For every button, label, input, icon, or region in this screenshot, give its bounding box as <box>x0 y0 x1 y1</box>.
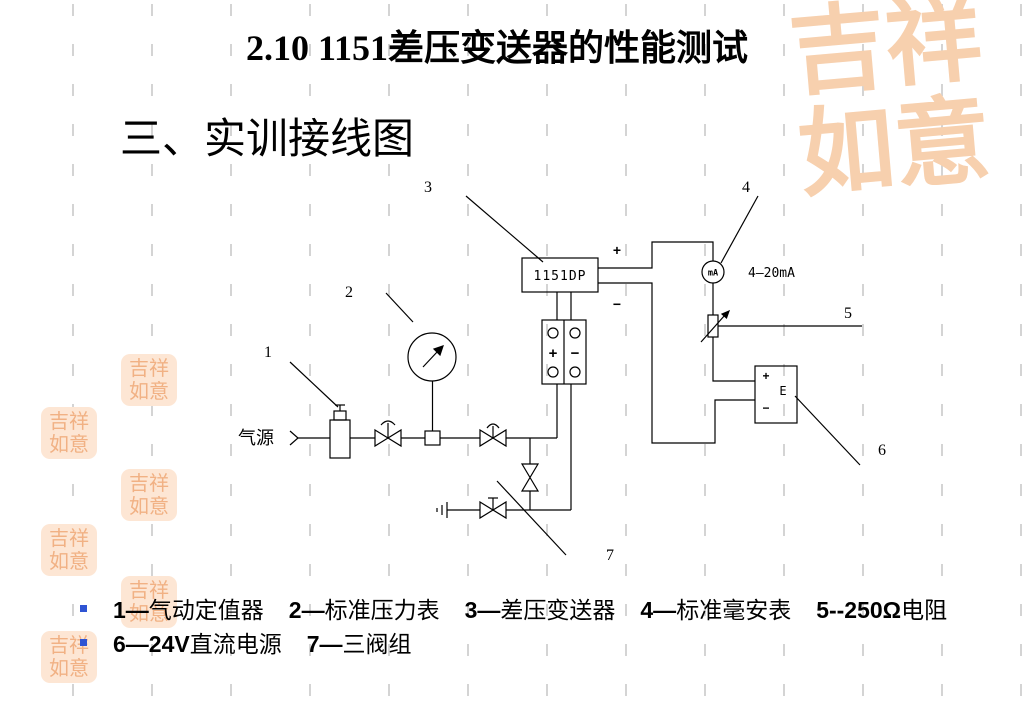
watermark-stamp-text: 吉祥如意 <box>129 356 169 403</box>
watermark-stamp-text: 吉祥如意 <box>129 471 169 518</box>
gas-source-label: 气源 <box>238 428 274 449</box>
legend-item-number: 7— <box>306 631 343 657</box>
output-plus-label: + <box>613 242 621 258</box>
stop-valve-2 <box>479 428 507 448</box>
manifold-port <box>547 327 559 339</box>
callout-4: 4 <box>742 179 750 196</box>
watermark-stamp-text: 吉祥如意 <box>129 578 169 625</box>
square-bullet-icon <box>80 604 87 612</box>
legend-item-name: 标准毫安表 <box>676 598 792 624</box>
legend-item-number: 1— <box>113 597 149 623</box>
pressure-gauge-pointer <box>422 350 439 368</box>
manifold-plus-label: + <box>549 345 558 362</box>
legend-item-name: 电阻 <box>901 598 948 624</box>
legend-item-name: 标准压力表 <box>324 598 440 624</box>
legend-item: 7—三阀组 <box>307 625 412 659</box>
legend-list: 1—气动定值器 2—标准压力表 3—差压变送器 4—标准毫安表 5--250Ω电… <box>80 591 972 659</box>
callout-1: 1 <box>264 344 272 361</box>
leader-line-1 <box>289 361 339 408</box>
section-heading: 三、实训接线图 <box>120 114 415 163</box>
legend-item: 3—差压变送器 <box>465 591 616 625</box>
dc-power-supply <box>754 365 798 424</box>
stop-valve-1-handle <box>380 420 396 426</box>
manifold-port <box>569 327 581 339</box>
meter-symbol-label: mA <box>708 269 718 279</box>
resistor-adjust-arrow <box>700 314 726 343</box>
stop-valve-2-handle <box>486 423 500 429</box>
legend-item-name: 差压变送器 <box>500 598 616 624</box>
legend-item-name: 直流电源 <box>189 632 282 658</box>
watermark-stamp: 吉祥如意 <box>121 576 177 628</box>
leader-line-4 <box>720 195 759 264</box>
leader-line-7 <box>496 480 567 556</box>
watermark-stamp: 吉祥如意 <box>121 469 177 521</box>
resistor-adjust-arrow-head <box>720 309 731 320</box>
pressure-regulator-cap <box>333 410 347 421</box>
pressure-regulator-body <box>329 419 351 459</box>
legend-item-name: 三阀组 <box>342 632 412 658</box>
legend-item-number: 5--250Ω <box>816 597 902 623</box>
legend-item-number: 4— <box>640 597 677 623</box>
leader-line-2 <box>385 292 414 323</box>
supply-symbol-label: E <box>779 384 786 398</box>
legend-item-number: 3— <box>464 597 501 623</box>
watermark-stamp-text: 吉祥如意 <box>49 526 89 573</box>
legend-item-name: 气动定值器 <box>148 598 264 624</box>
leader-line-3 <box>465 195 544 263</box>
manifold-minus-label: − <box>571 345 580 362</box>
transmitter-model-label: 1151DP <box>534 269 587 284</box>
manifold-port <box>569 366 581 378</box>
stop-valve-1 <box>374 428 402 448</box>
callout-7: 7 <box>606 547 614 564</box>
watermark-stamp: 吉祥如意 <box>41 524 97 576</box>
legend-item: 1—气动定值器 <box>113 591 264 625</box>
supply-minus-label: − <box>762 401 769 415</box>
meter-range-label: 4–20mA <box>748 266 795 281</box>
legend-item: 2—标准压力表 <box>289 591 440 625</box>
legend-item: 4—标准毫安表 <box>640 591 791 625</box>
callout-6: 6 <box>878 442 886 459</box>
page-title: 2.10 1151差压变送器的性能测试 <box>245 28 748 68</box>
pipe-junction <box>424 430 441 446</box>
leader-line-6 <box>794 395 861 466</box>
watermark-stamp-text: 吉祥如意 <box>49 409 89 456</box>
wire-resistor-supply <box>712 337 755 382</box>
resistor <box>707 314 719 338</box>
watermark-stamp-text: 吉祥如意 <box>49 633 89 680</box>
callout-5: 5 <box>844 305 852 322</box>
wire-negative <box>598 282 755 444</box>
square-bullet-icon <box>80 638 87 646</box>
legend-item-number: 6—24V <box>113 631 190 657</box>
legend-item: 5--250Ω电阻 <box>816 591 947 625</box>
wire-positive <box>598 241 714 269</box>
callout-2: 2 <box>345 284 353 301</box>
legend-item-number: 2— <box>288 597 325 623</box>
transmitter-box <box>521 257 599 293</box>
watermark-stamp: 吉祥如意 <box>41 631 97 683</box>
gas-inlet-arrow <box>289 430 299 446</box>
legend-item: 6—24V直流电源 <box>113 625 282 659</box>
callout-3: 3 <box>424 179 432 196</box>
watermark-stamp: 吉祥如意 <box>41 407 97 459</box>
balance-valve <box>520 463 540 492</box>
pressure-gauge <box>407 332 457 382</box>
manifold-port <box>547 366 559 378</box>
legend-row: 6—24V直流电源 7—三阀组 <box>80 625 972 659</box>
diagram-lines <box>289 195 862 556</box>
vent-valve <box>479 500 507 520</box>
legend-row: 1—气动定值器 2—标准压力表 3—差压变送器 4—标准毫安表 5--250Ω电… <box>80 591 972 625</box>
pressure-gauge-pointer-head <box>432 345 444 357</box>
supply-plus-label: + <box>762 369 769 383</box>
output-minus-label: − <box>613 296 621 312</box>
watermark-stamp: 吉祥如意 <box>121 354 177 406</box>
